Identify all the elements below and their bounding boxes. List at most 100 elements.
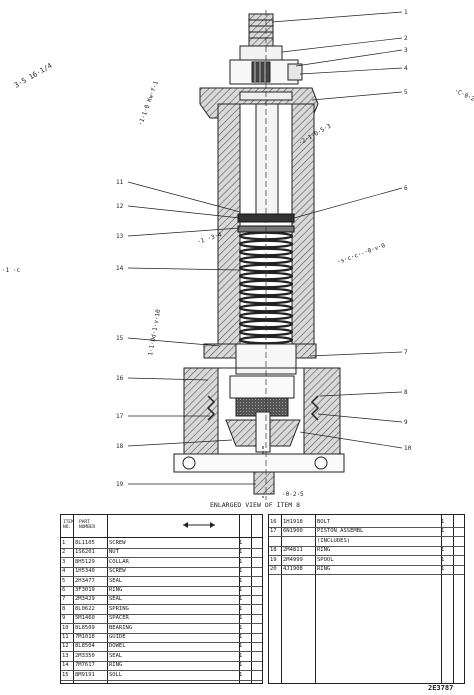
callout-13: 13 — [116, 233, 124, 240]
callout-12: 12 — [116, 203, 124, 210]
callout-3: 3 — [404, 47, 408, 54]
collar — [229, 59, 303, 85]
note-left-edge: ·1 ·c — [2, 267, 20, 274]
cell-quantity: 1 — [239, 615, 243, 622]
cell-part-number: 5M1460 — [75, 615, 95, 622]
row-divider — [61, 566, 262, 568]
cell-quantity: 1 — [239, 540, 243, 546]
cell-description: RING — [109, 587, 123, 593]
housing-body — [217, 103, 315, 345]
row-divider — [61, 604, 262, 606]
row-divider — [61, 642, 262, 643]
row-divider — [61, 548, 262, 549]
cell-part-number: 7M7617 — [75, 662, 95, 669]
cell-description: DOWEL — [109, 643, 126, 650]
item-no-header: ITEM NO. — [63, 520, 74, 530]
adjusting-screw — [248, 13, 274, 49]
cell-quantity: 1 — [239, 652, 243, 659]
bearing — [206, 395, 320, 421]
table-row: 9 5M1460 SPACER 1 — [61, 614, 262, 623]
cell-description: GUIDE — [109, 634, 126, 640]
cell-part-number: 3F3019 — [75, 587, 95, 593]
cell-quantity: 1 — [239, 662, 243, 669]
lock-nut — [239, 45, 283, 61]
cell-description: SPOOL — [317, 556, 334, 563]
cell-part-number: 6N1900 — [283, 528, 303, 535]
cell-part-number: 1H1918 — [283, 519, 303, 525]
cell-part-number: 1H5340 — [75, 568, 95, 575]
cell-part-number: 2M3429 — [75, 596, 95, 603]
note-left-upper: ·1·1·0 Kw·f·1 — [137, 80, 160, 127]
cell-quantity: 1 — [239, 605, 243, 612]
table-header: ITEM NO. PART NUMBER — [61, 515, 262, 538]
note-right-upper: ·C·0·2 ·0 — [453, 87, 474, 107]
leader-lines-right — [271, 11, 403, 449]
lower-housing — [183, 343, 341, 455]
callout-15: 15 — [116, 335, 124, 342]
cell-quantity: 1 — [239, 624, 243, 631]
cell-item: 7 — [62, 596, 66, 603]
table-row: (INCLUDES) — [269, 537, 464, 546]
cell-description: SPRING — [109, 605, 129, 612]
cell-part-number: 7M1018 — [75, 634, 95, 640]
cell-description: BEARING — [109, 624, 133, 631]
cell-part-number: 8L8509 — [75, 624, 95, 631]
cell-item: 3 — [62, 558, 66, 565]
leader-lines-left — [127, 181, 256, 485]
row-divider — [269, 545, 464, 547]
cell-item: 10 — [62, 624, 69, 631]
cell-description: (INCLUDES) — [317, 537, 351, 544]
cell-quantity: 1 — [239, 596, 243, 603]
cell-description: COLLAR — [109, 558, 129, 565]
cell-part-number: 2H3477 — [75, 577, 95, 584]
callout-2: 2 — [404, 35, 408, 42]
row-divider — [61, 557, 262, 559]
callout-1: 1 — [404, 9, 408, 16]
cell-item: 17 — [270, 528, 277, 535]
base-plate — [173, 453, 345, 495]
cell-part-number: 2M4811 — [283, 547, 303, 554]
note-bottom-center: ·0·2·5 — [282, 491, 304, 498]
cell-item: 9 — [62, 615, 66, 622]
row-divider — [61, 585, 262, 587]
cell-description: SCREW — [109, 540, 126, 546]
row-divider — [61, 679, 262, 681]
row-divider — [269, 555, 464, 557]
table-row: 14 7M7617 RING 1 — [61, 661, 262, 670]
cell-quantity: 1 — [239, 577, 243, 584]
callout-7: 7 — [404, 349, 408, 356]
cell-description: RING — [109, 662, 123, 669]
cell-item: 4 — [62, 568, 66, 575]
cell-item: 1 — [62, 540, 66, 546]
note-right-mid: ·s·c·c·-·0·v·0 — [336, 242, 386, 266]
row-divider — [61, 651, 262, 653]
cell-quantity: 1 — [441, 528, 445, 535]
enlarged-view-caption: ENLARGED VIEW OF ITEM 8 — [210, 501, 300, 509]
cell-item: 14 — [62, 662, 69, 669]
cell-part-number: 1S6201 — [75, 549, 95, 556]
cell-item: 8 — [62, 605, 66, 612]
callout-5: 5 — [404, 89, 408, 96]
callout-16: 16 — [116, 375, 124, 382]
part-number-header: PART NUMBER — [79, 520, 96, 530]
cell-description: SPACER — [109, 615, 129, 622]
cell-quantity: 1 — [239, 549, 243, 556]
row-divider — [61, 613, 262, 615]
cell-part-number: 2M3350 — [75, 652, 95, 659]
